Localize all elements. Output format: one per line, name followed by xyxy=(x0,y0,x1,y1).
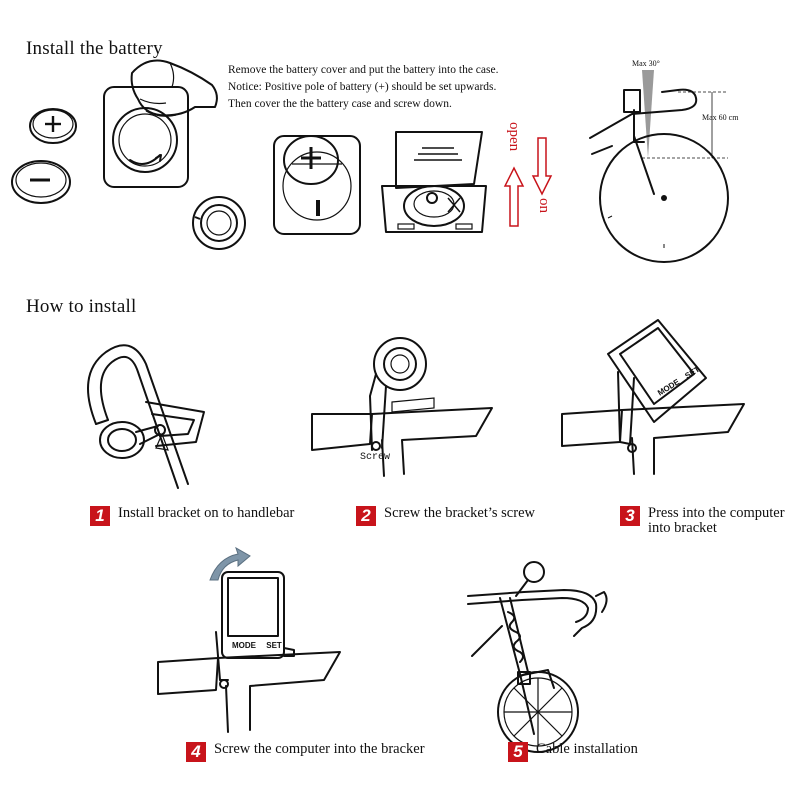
battery-section-title: Install the battery xyxy=(26,38,163,59)
step-3-press-computer-illustration xyxy=(561,319,745,475)
battery-minus-coin-icon xyxy=(11,160,71,204)
step-2-caption: 2 Screw the bracket’s screw xyxy=(356,506,535,526)
step-text: Screw the bracket’s screw xyxy=(384,505,535,521)
max-angle-label: Max 30° xyxy=(632,59,660,68)
step-5-cable-installation-illustration xyxy=(467,561,608,753)
battery-instruction-line: Then cover the the battery case and scre… xyxy=(228,98,452,110)
max-distance-label: Max 60 cm xyxy=(702,113,739,122)
install-section-title: How to install xyxy=(26,296,137,317)
step-1-caption: 1 Install bracket on to handlebar xyxy=(90,506,294,526)
step-2-screw-bracket-illustration xyxy=(311,337,493,477)
open-case-illustration xyxy=(381,131,487,233)
bike-mount-diagram xyxy=(589,70,729,263)
step-number: 5 xyxy=(508,742,528,762)
step-text: Cable installation xyxy=(536,741,638,757)
set-button-label: SET xyxy=(266,641,282,650)
battery-instructions: Remove the battery cover and put the bat… xyxy=(228,62,498,113)
step-text: Install bracket on to handlebar xyxy=(118,505,295,521)
battery-plus-in-case-icon xyxy=(283,135,339,185)
mode-button-label: MODE xyxy=(232,641,256,650)
step-3-caption: 3 Press into the computer into bracket xyxy=(620,506,798,536)
step-5-caption: 5 Cable installation xyxy=(508,742,638,762)
battery-plus-coin-icon xyxy=(29,108,77,144)
step-number: 2 xyxy=(356,506,376,526)
open-label: open xyxy=(506,122,522,152)
step-number: 3 xyxy=(620,506,640,526)
on-label: on xyxy=(536,198,552,213)
open-arrow-up-icon xyxy=(503,166,525,227)
step-text: Press into the computer into bracket xyxy=(648,505,785,536)
step-1-bracket-handlebar-illustration xyxy=(87,344,205,489)
step-4-caption: 4 Screw the computer into the bracker xyxy=(186,742,425,762)
hand-removing-cover-illustration xyxy=(103,59,218,188)
step-text: Screw the computer into the bracker xyxy=(214,741,425,757)
screw-label: Screw xyxy=(360,452,391,463)
step-4-device-buttons: MODE SET xyxy=(232,641,282,650)
step-4-screw-computer-illustration xyxy=(157,546,341,733)
battery-instruction-line: Notice: Positive pole of battery (+) sho… xyxy=(228,81,497,93)
step-number: 4 xyxy=(186,742,206,762)
step-number: 1 xyxy=(90,506,110,526)
on-arrow-down-icon xyxy=(531,137,553,196)
battery-instruction-line: Remove the battery cover and put the bat… xyxy=(228,64,499,76)
battery-cover-illustration xyxy=(192,196,246,250)
